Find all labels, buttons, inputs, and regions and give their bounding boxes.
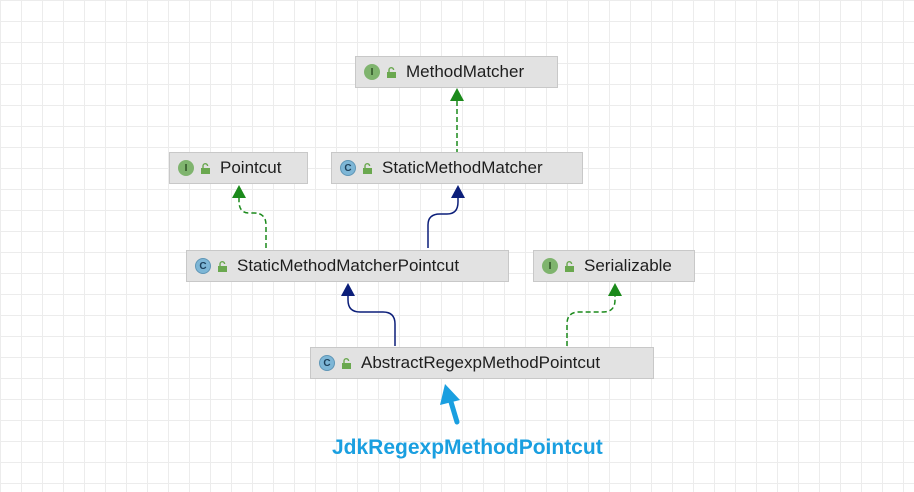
node-abstractregexpmethodpointcut[interactable]: C AbstractRegexpMethodPointcut bbox=[310, 347, 654, 379]
node-staticmethodmatcher[interactable]: C StaticMethodMatcher bbox=[331, 152, 583, 184]
lock-open-icon bbox=[363, 162, 372, 174]
arrowhead-implements bbox=[608, 283, 622, 296]
lock-open-icon bbox=[565, 260, 574, 272]
lock-open-icon bbox=[387, 66, 396, 78]
lock-open-icon bbox=[218, 260, 227, 272]
arrowhead-implements bbox=[450, 88, 464, 101]
node-label: StaticMethodMatcherPointcut bbox=[237, 256, 460, 275]
node-serializable[interactable]: I Serializable bbox=[533, 250, 695, 282]
node-label: Pointcut bbox=[220, 158, 282, 177]
class-icon: C bbox=[195, 258, 211, 274]
node-label: AbstractRegexpMethodPointcut bbox=[361, 353, 601, 372]
lock-open-icon bbox=[201, 162, 210, 174]
node-label: MethodMatcher bbox=[406, 62, 525, 81]
interface-icon: I bbox=[178, 160, 194, 176]
annotation-label: JdkRegexpMethodPointcut bbox=[332, 436, 603, 459]
edge-smmpointcut-implements-pointcut bbox=[238, 197, 267, 248]
annotation-arrowhead bbox=[440, 384, 460, 405]
node-label: StaticMethodMatcher bbox=[382, 158, 543, 177]
node-pointcut[interactable]: I Pointcut bbox=[169, 152, 308, 184]
edge-abstractregexp-extends-smmpointcut bbox=[347, 295, 396, 346]
lock-open-icon bbox=[342, 357, 351, 369]
interface-icon: I bbox=[542, 258, 558, 274]
edge-abstractregexp-implements-serializable bbox=[566, 295, 616, 346]
node-label: Serializable bbox=[584, 256, 672, 275]
annotation-arrow bbox=[448, 399, 460, 425]
arrowhead-extends bbox=[341, 283, 355, 296]
node-staticmethodmatcherpointcut[interactable]: C StaticMethodMatcherPointcut bbox=[186, 250, 509, 282]
interface-icon: I bbox=[364, 64, 380, 80]
class-icon: C bbox=[319, 355, 335, 371]
arrowhead-extends bbox=[451, 185, 465, 198]
node-methodmatcher[interactable]: I MethodMatcher bbox=[355, 56, 558, 88]
class-icon: C bbox=[340, 160, 356, 176]
edge-smmpointcut-extends-staticmethodmatcher bbox=[427, 197, 459, 248]
arrowhead-implements bbox=[232, 185, 246, 198]
